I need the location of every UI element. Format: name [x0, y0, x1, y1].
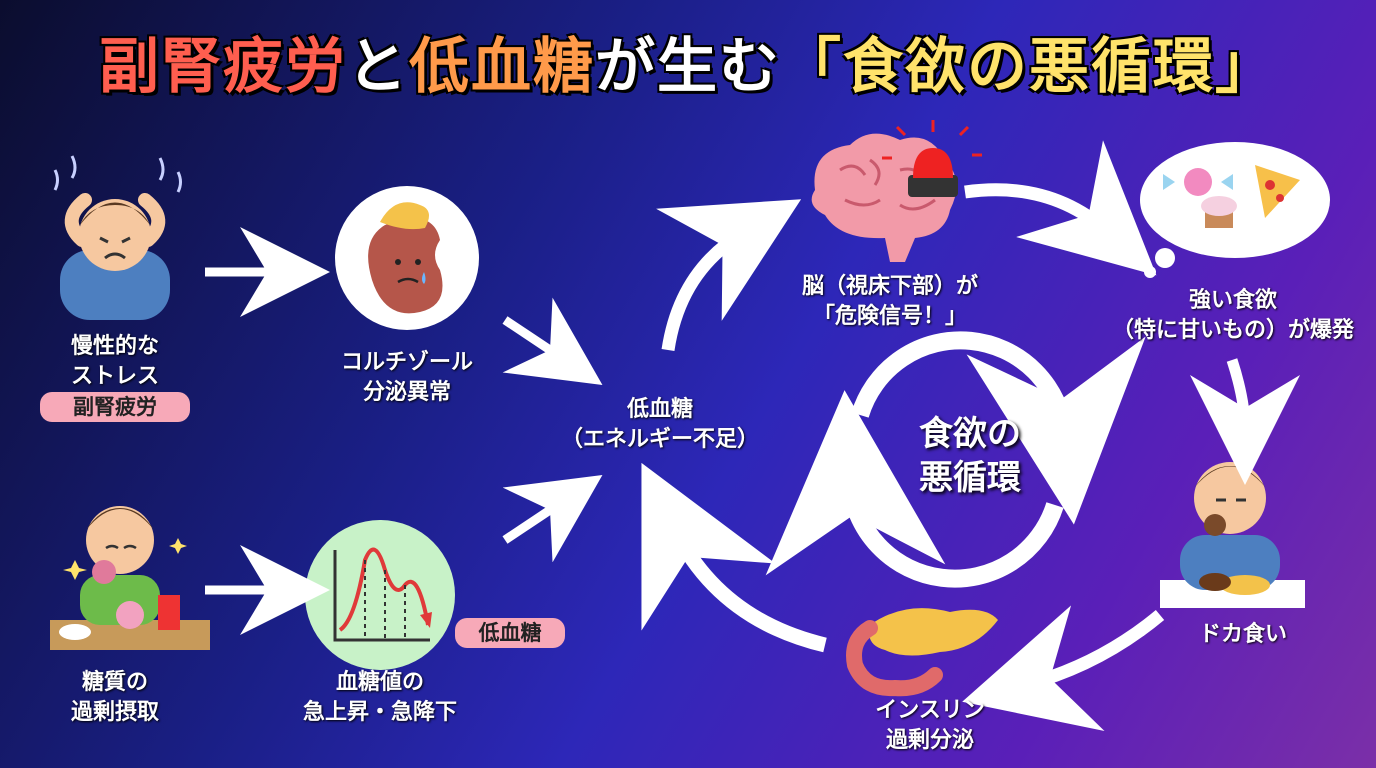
insulin-line1: インスリン	[875, 698, 985, 723]
sugar-intake-line1: 糖質の	[81, 670, 148, 695]
glucose-tag-wrap: 低血糖	[455, 618, 565, 648]
adrenal-kidney-icon	[335, 186, 479, 330]
node-brain: 脳（視床下部）が 「危険信号！」	[775, 272, 1005, 332]
stress-line2: ストレス	[70, 364, 159, 389]
node-hypoglycemia: 低血糖 （エネルギー不足）	[545, 395, 775, 455]
cycle-arrows	[765, 331, 1146, 588]
node-craving: 強い食欲 （特に甘いもの）が爆発	[1098, 286, 1368, 346]
node-glucose-spike: 血糖値の 急上昇・急降下	[285, 668, 475, 728]
hypoglycemia-line2: （エネルギー不足）	[560, 427, 759, 452]
cortisol-line2: 分泌異常	[362, 380, 451, 405]
hypoglycemia-line1: 低血糖	[626, 397, 693, 422]
cycle-center-label: 食欲の 悪循環	[905, 412, 1035, 500]
craving-thought-bubble-icon	[1140, 142, 1330, 278]
title-part-and: と	[347, 32, 409, 102]
craving-line2: （特に甘いもの）が爆発	[1111, 318, 1354, 343]
title-part-adrenal: 副腎疲労	[99, 32, 347, 102]
craving-line1: 強い食欲	[1188, 288, 1277, 313]
cortisol-line1: コルチゾール	[340, 350, 473, 375]
title-part-hypoglycemia: 低血糖	[409, 32, 595, 102]
arrow-insulin-to-hypoglycemia	[641, 462, 827, 653]
glucose-spike-line2: 急上昇・急降下	[302, 700, 457, 725]
brain-line2: 「危険信号！」	[812, 304, 967, 329]
glucose-spike-chart-icon	[305, 520, 455, 670]
insulin-line2: 過剰分泌	[885, 728, 974, 753]
arrow-brain-to-craving	[964, 140, 1157, 276]
node-stress: 慢性的な ストレス 副腎疲労	[40, 332, 190, 422]
binge-line1: ドカ食い	[1198, 622, 1287, 647]
stressed-person-icon	[53, 155, 182, 320]
stress-line1: 慢性的な	[70, 334, 159, 359]
brain-alarm-icon	[811, 120, 982, 262]
arrow-cortisol-to-hypoglycemia	[502, 297, 603, 385]
arrow-binge-to-insulin	[962, 605, 1165, 732]
hypoglycemia-tag: 低血糖	[455, 618, 565, 648]
arrow-craving-to-binge	[1189, 358, 1300, 485]
node-insulin: インスリン 過剰分泌	[845, 696, 1015, 756]
brain-line1: 脳（視床下部）が	[801, 274, 978, 299]
node-sugar-intake: 糖質の 過剰摂取	[40, 668, 190, 728]
sugar-intake-line2: 過剰摂取	[70, 700, 159, 725]
title-part-produce: が生む	[595, 32, 781, 102]
binge-eating-person-icon	[1160, 462, 1305, 608]
node-cortisol: コルチゾール 分泌異常	[322, 348, 492, 408]
arrow-glucose-to-hypoglycemia	[502, 475, 603, 563]
adrenal-fatigue-tag: 副腎疲労	[40, 392, 190, 422]
cycle-line1: 食欲の	[919, 414, 1021, 454]
pancreas-icon	[846, 608, 998, 697]
node-binge: ドカ食い	[1168, 620, 1318, 650]
title-part-cycle: 「食欲の悪循環」	[781, 32, 1277, 102]
page-title: 副腎疲労と低血糖が生む「食欲の悪循環」	[0, 18, 1376, 105]
sugar-eating-person-icon	[50, 506, 210, 650]
cycle-line2: 悪循環	[919, 458, 1021, 498]
glucose-spike-line1: 血糖値の	[335, 670, 424, 695]
arrow-hypoglycemia-to-brain	[656, 199, 802, 351]
